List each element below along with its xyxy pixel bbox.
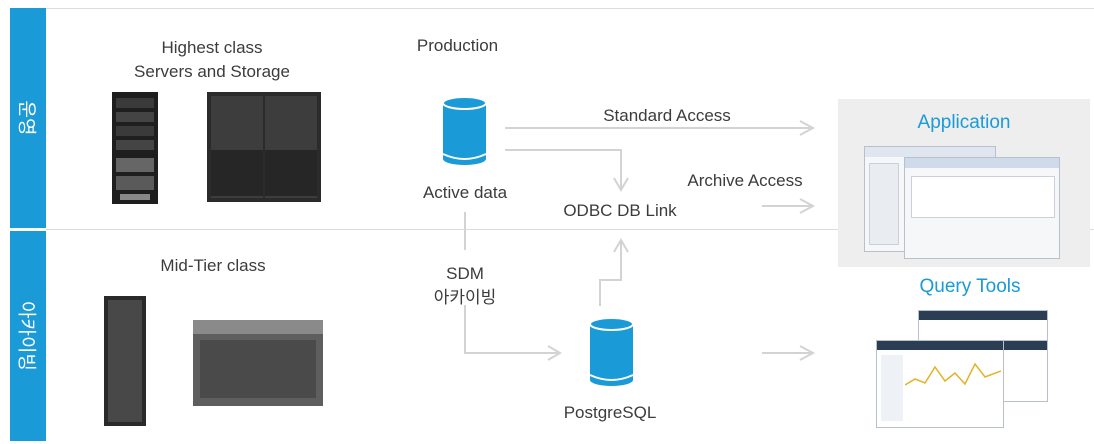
standard-access-arrow	[505, 120, 816, 136]
operations-side-label: 운영	[10, 8, 46, 228]
sdm-label-line1: SDM	[446, 264, 484, 283]
query-tools-screenshot-front	[876, 340, 1004, 428]
storage-array-icon	[207, 92, 321, 202]
postgresql-label: PostgreSQL	[563, 403, 657, 422]
top-tier-title-line2: Servers and Storage	[134, 62, 290, 81]
top-divider	[46, 8, 1094, 9]
query-chart-icon	[905, 362, 1001, 386]
top-tier-title: Highest class Servers and Storage	[112, 36, 312, 84]
application-title: Application	[917, 112, 1011, 133]
active-to-odbc-arrow	[505, 149, 629, 192]
production-label: Production	[416, 36, 499, 55]
tier-divider	[46, 229, 1094, 230]
sdm-archiving-arrow	[464, 212, 562, 361]
rack-server-icon	[112, 92, 158, 204]
query-tools-screenshot-mid	[996, 340, 1048, 402]
mid-tier-rack-icon	[104, 296, 146, 426]
application-screenshot-front	[904, 157, 1060, 259]
sdm-label-line2: 아카이빙	[433, 288, 497, 307]
odbc-to-application-arrow	[762, 198, 816, 214]
archive-access-label: Archive Access	[687, 171, 803, 190]
top-tier-title-line1: Highest class	[161, 38, 263, 57]
odbc-db-link-label: ODBC DB Link	[563, 201, 677, 220]
mid-tier-server-icon	[193, 320, 323, 406]
bottom-tier-title: Mid-Tier class	[160, 256, 266, 275]
query-tools-title: Query Tools	[919, 276, 1021, 297]
standard-access-label: Standard Access	[603, 106, 731, 125]
application-panel: Application	[838, 99, 1090, 267]
active-data-db-icon	[442, 96, 487, 165]
postgres-to-query-tools-arrow	[762, 345, 816, 361]
postgres-to-odbc-arrow	[599, 238, 629, 306]
active-data-label: Active data	[422, 183, 508, 202]
archiving-side-label: 아카이빙	[10, 231, 46, 441]
postgres-db-icon	[589, 317, 634, 386]
sdm-archiving-label: SDM 아카이빙	[420, 262, 510, 310]
